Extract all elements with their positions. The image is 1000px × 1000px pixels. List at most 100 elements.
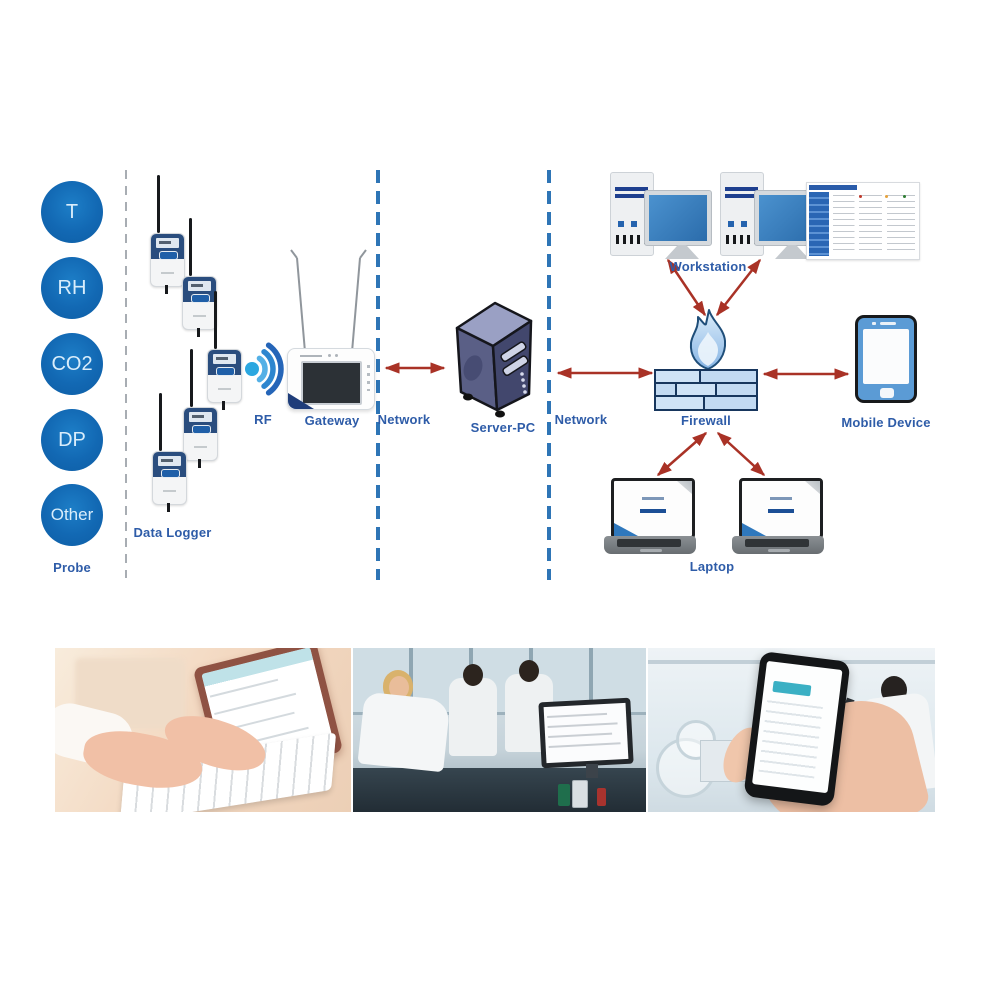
status-dot-yellow [885, 195, 888, 198]
sheet-header-bar [809, 185, 857, 190]
laptop-caption: Laptop [689, 559, 735, 574]
logger-button [192, 425, 211, 434]
logger-port [161, 272, 174, 274]
connector-arrows [290, 249, 850, 477]
probe-circle-dp: DP [41, 409, 103, 471]
phone-speaker [880, 322, 896, 325]
probe-circle-humidity: RH [41, 257, 103, 319]
tower-button [631, 221, 637, 227]
screen-line [642, 497, 664, 500]
screen-accent [742, 523, 766, 536]
lcd-reading [159, 241, 171, 244]
data-logger-device [150, 175, 185, 295]
photo-strip [55, 648, 935, 812]
photo-lab-team-with-monitor [353, 648, 646, 812]
data-logger-device [152, 393, 187, 513]
tower-button [728, 221, 734, 227]
logger-body [150, 233, 185, 287]
sheet-sidebar [809, 192, 829, 256]
screen-accent [614, 523, 638, 536]
lcd-reading [192, 415, 204, 418]
lcd-reading [191, 284, 203, 287]
logger-button [159, 251, 178, 260]
scientist-face [389, 676, 409, 699]
screen-line [770, 497, 792, 500]
divider-probe-logger [125, 170, 127, 578]
screen-page-curl [677, 481, 692, 494]
photo-hand-holding-phone-in-lab [648, 648, 935, 812]
beaker [572, 780, 588, 808]
probe-stub [222, 401, 225, 410]
mobile-device-caption: Mobile Device [841, 415, 931, 430]
gateway-buttons [367, 365, 370, 391]
probe-stub [165, 285, 168, 294]
phone-home-button [880, 388, 894, 398]
gateway-screen [301, 361, 362, 405]
monitor-stand-photo [586, 764, 598, 778]
sheet-data-grid [833, 195, 915, 255]
tower-button [618, 221, 624, 227]
lab-monitor [538, 697, 634, 769]
divider-gateway-server [376, 170, 380, 580]
red-tube-rack [597, 788, 606, 806]
probe-circle-other: Other [41, 484, 103, 546]
photo-user-typing-on-laptop [55, 648, 351, 812]
microscope [471, 736, 505, 770]
rf-caption: RF [254, 412, 272, 427]
tower-stripe [725, 187, 758, 191]
probe-caption: Probe [53, 560, 91, 575]
antenna [159, 393, 162, 451]
technician-head [519, 660, 539, 682]
probe-stub [198, 459, 201, 468]
antenna [190, 349, 193, 407]
screen-page-curl [805, 481, 820, 494]
workstation-computer [610, 170, 712, 262]
app-list-rows [758, 700, 823, 779]
server-pc-caption: Server-PC [470, 420, 536, 435]
scientist-lab-coat [357, 691, 451, 773]
workstation-computer [720, 170, 822, 262]
monitor [644, 190, 712, 246]
green-flask [558, 784, 570, 806]
antenna [157, 175, 160, 233]
monitor-stand [665, 245, 699, 259]
probe-stub [197, 328, 200, 337]
laptop-keyboard [617, 539, 681, 547]
data-logger-device [183, 349, 218, 469]
logger-port [163, 490, 176, 492]
monitor-stand [775, 245, 809, 259]
tower-button [741, 221, 747, 227]
data-logger-device [182, 218, 217, 338]
network-left-caption: Network [377, 412, 431, 427]
laptop-touchpad [768, 549, 790, 552]
technician-head [463, 664, 483, 686]
phone-screen [863, 329, 909, 384]
firewall-caption: Firewall [680, 413, 731, 428]
server-pc-icon [455, 301, 533, 418]
gateway-led [328, 354, 331, 357]
workstation-caption: Workstation [669, 259, 747, 274]
laptop-icon [604, 478, 696, 558]
data-logger-caption: Data Logger [133, 525, 212, 540]
laptop-screen [739, 478, 823, 539]
firewall-flame-icon [689, 309, 727, 370]
logger-button [216, 367, 235, 376]
network-arrows [384, 258, 850, 477]
antenna [214, 291, 217, 349]
logger-body [182, 276, 217, 330]
logger-port [194, 446, 207, 448]
network-right-caption: Network [554, 412, 608, 427]
divider-server-clients [547, 170, 551, 580]
gateway-caption: Gateway [304, 413, 360, 428]
logger-body [207, 349, 242, 403]
tower-vents [616, 235, 649, 244]
screen-line [768, 509, 794, 513]
firewall-brick-wall [654, 369, 758, 411]
logger-port [193, 315, 206, 317]
status-dot-green [903, 195, 906, 198]
logger-button [161, 469, 180, 478]
gateway-vent [300, 355, 322, 357]
status-dot-red [859, 195, 862, 198]
smartphone-photo [743, 651, 851, 807]
lcd-reading [161, 459, 173, 462]
